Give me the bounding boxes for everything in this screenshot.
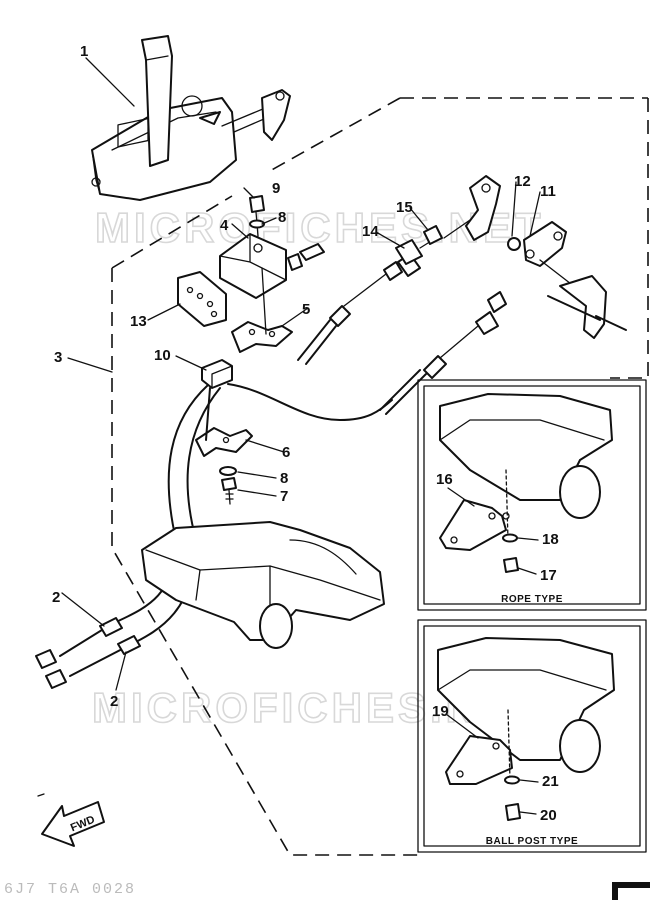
control-cables bbox=[35, 253, 507, 689]
nut-12 bbox=[507, 237, 521, 251]
callout-5: 5 bbox=[302, 301, 310, 318]
bracket-cover-4 bbox=[219, 233, 287, 299]
caption-ball-post-type: BALL POST TYPE bbox=[486, 836, 578, 847]
callout-13: 13 bbox=[130, 313, 147, 330]
callout-20: 20 bbox=[540, 807, 557, 824]
bracket-6 bbox=[195, 427, 253, 457]
assembly-outline bbox=[111, 97, 649, 856]
callout-18: 18 bbox=[542, 531, 559, 548]
small-mark bbox=[37, 793, 45, 797]
inset-rope-type: ROPE TYPE bbox=[417, 379, 647, 611]
throttle-lever-upper bbox=[443, 175, 501, 241]
bolt-7 bbox=[221, 477, 237, 505]
caption-rope-type: ROPE TYPE bbox=[501, 594, 563, 605]
callout-11: 11 bbox=[540, 183, 556, 200]
callout-15: 15 bbox=[396, 199, 413, 216]
washer-8-lower bbox=[219, 466, 237, 476]
callout-4: 4 bbox=[220, 217, 229, 234]
inset-ball-post-type: BALL POST TYPE bbox=[417, 619, 647, 853]
leader-lines bbox=[61, 57, 541, 815]
callout-16: 16 bbox=[436, 471, 453, 488]
bolt-9 bbox=[249, 195, 265, 237]
washer-8-top bbox=[249, 219, 265, 229]
mounting-plate-13 bbox=[177, 271, 227, 327]
callout-7: 7 bbox=[280, 488, 288, 505]
callout-6: 6 bbox=[282, 444, 290, 461]
cable-clamp-10 bbox=[201, 359, 233, 389]
callout-12: 12 bbox=[514, 173, 531, 190]
callout-2-upper: 2 bbox=[52, 589, 60, 606]
callout-2-lower: 2 bbox=[110, 693, 118, 710]
callout-8-upper: 8 bbox=[278, 209, 286, 226]
lever-11 bbox=[523, 221, 627, 339]
callout-8-lower: 8 bbox=[280, 470, 288, 487]
callout-1: 1 bbox=[80, 43, 88, 60]
callout-3: 3 bbox=[54, 349, 62, 366]
footer-code: 6J7 T6A 0028 bbox=[4, 881, 136, 898]
cable-joint-14 bbox=[395, 237, 437, 265]
nut-small bbox=[287, 253, 303, 271]
clip-15 bbox=[423, 225, 443, 245]
callout-19: 19 bbox=[432, 703, 449, 720]
callout-9: 9 bbox=[272, 180, 280, 197]
callout-21: 21 bbox=[542, 773, 559, 790]
bolt-small bbox=[299, 243, 325, 261]
callout-14: 14 bbox=[362, 223, 379, 240]
callout-17: 17 bbox=[540, 567, 557, 584]
remote-control-box bbox=[91, 35, 291, 201]
bracket-5 bbox=[231, 267, 293, 353]
fwd-arrow-icon: FWD bbox=[41, 801, 105, 847]
callout-10: 10 bbox=[154, 347, 171, 364]
outboard-bracket bbox=[141, 521, 385, 649]
